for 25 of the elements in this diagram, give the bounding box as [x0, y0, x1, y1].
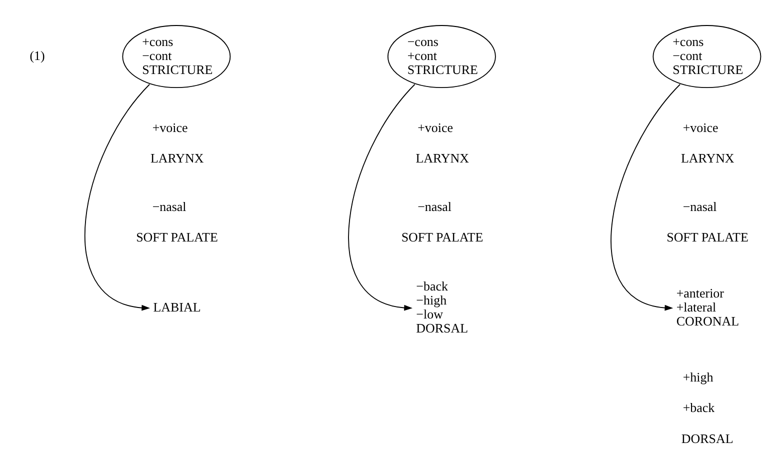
arrow: [348, 84, 416, 311]
arrow: [610, 84, 681, 311]
label: LARYNX: [416, 150, 470, 166]
label: −nasal: [682, 198, 717, 214]
label: +back: [682, 400, 715, 416]
label: LARYNX: [680, 150, 734, 166]
label: +voice: [418, 120, 453, 136]
node-ellipse: +cons −cont STRICTURE: [652, 25, 762, 88]
node-text: LABIAL: [153, 300, 201, 315]
label: +voice: [682, 120, 718, 136]
label: DORSAL: [681, 430, 734, 446]
label: +high: [682, 370, 714, 385]
label: SOFT PALATE: [136, 230, 218, 245]
arrow: [84, 84, 150, 311]
node-text: +anterior +lateral CORONAL: [676, 286, 740, 328]
node-ellipse: +cons −cont STRICTURE: [122, 25, 231, 88]
label: −nasal: [152, 198, 186, 214]
node-text: −back −high −low DORSAL: [416, 278, 468, 336]
label: (1): [30, 48, 45, 63]
label: SOFT PALATE: [666, 230, 748, 245]
label: +voice: [152, 120, 188, 136]
label: SOFT PALATE: [401, 230, 484, 245]
label: LARYNX: [150, 150, 204, 166]
node-ellipse: −cons +cont STRICTURE: [387, 25, 496, 88]
label: −nasal: [418, 198, 452, 214]
